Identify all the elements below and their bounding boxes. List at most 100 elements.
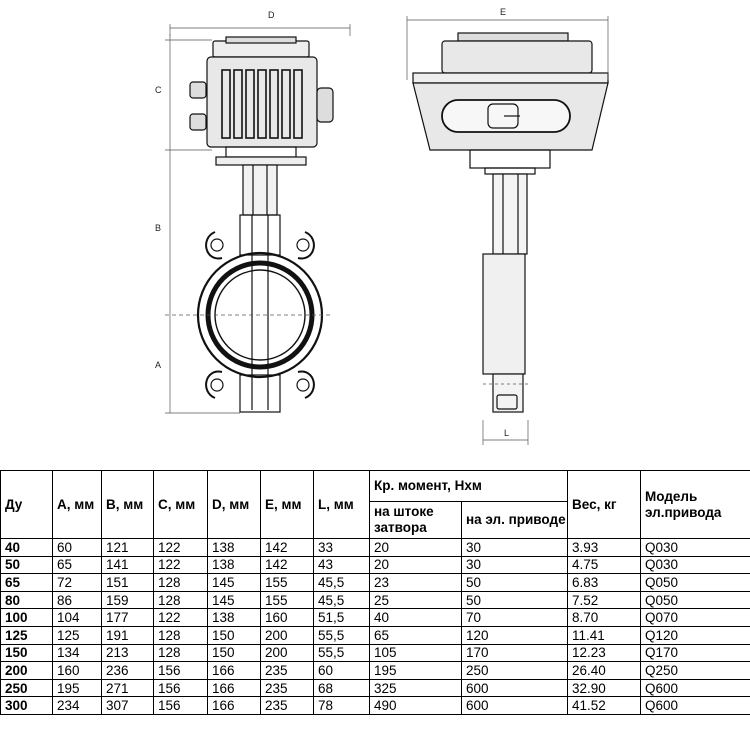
- cell-torque-shaft: 490: [369, 696, 462, 715]
- header-e: E, мм: [260, 470, 314, 539]
- cell-c: 122: [153, 555, 208, 575]
- cell-d: 166: [207, 696, 261, 715]
- cell-a: 134: [52, 643, 102, 663]
- cell-e: 235: [260, 678, 314, 698]
- cell-l: 68: [313, 678, 370, 698]
- cell-c: 128: [153, 590, 208, 610]
- cell-c: 122: [153, 538, 208, 557]
- cell-c: 156: [153, 696, 208, 715]
- dim-label-b: B: [155, 223, 161, 233]
- cell-torque-shaft: 20: [369, 555, 462, 575]
- cell-a: 195: [52, 678, 102, 698]
- cell-du: 125: [0, 625, 53, 645]
- cell-a: 160: [52, 661, 102, 680]
- cell-b: 141: [101, 555, 154, 575]
- cell-l: 60: [313, 661, 370, 680]
- cell-d: 166: [207, 661, 261, 680]
- cell-d: 145: [207, 573, 261, 592]
- cell-a: 104: [52, 608, 102, 627]
- cell-du: 300: [0, 696, 53, 715]
- side-view: [412, 32, 609, 413]
- cell-c: 128: [153, 643, 208, 663]
- cell-a: 72: [52, 573, 102, 592]
- cell-e: 235: [260, 661, 314, 680]
- cell-e: 155: [260, 590, 314, 610]
- header-weight: Вес, кг: [567, 470, 642, 539]
- cell-model: Q050: [640, 590, 750, 610]
- cell-weight: 3.93: [567, 538, 642, 557]
- cell-b: 271: [101, 678, 154, 698]
- cell-c: 156: [153, 661, 208, 680]
- cell-c: 128: [153, 573, 208, 592]
- cell-model: Q070: [640, 608, 750, 627]
- header-l: L, мм: [313, 470, 370, 539]
- cell-torque-shaft: 23: [369, 573, 462, 592]
- cell-torque-drive: 70: [460, 608, 569, 627]
- cell-torque-drive: 600: [460, 696, 569, 715]
- cell-a: 60: [52, 538, 102, 557]
- cell-c: 128: [153, 625, 208, 645]
- cell-l: 43: [313, 555, 370, 575]
- cell-e: 142: [260, 538, 314, 557]
- dim-label-d: D: [268, 10, 275, 20]
- cell-e: 200: [260, 643, 314, 663]
- cell-l: 45,5: [313, 590, 370, 610]
- header-model: Модель эл.привода: [640, 470, 750, 539]
- cell-torque-shaft: 195: [369, 661, 462, 680]
- cell-d: 138: [207, 608, 261, 627]
- header-du: Ду: [0, 470, 53, 539]
- cell-d: 150: [207, 643, 261, 663]
- cell-d: 138: [207, 555, 261, 575]
- dim-label-c: C: [155, 85, 162, 95]
- cell-model: Q050: [640, 573, 750, 592]
- cell-e: 155: [260, 573, 314, 592]
- cell-du: 200: [0, 661, 53, 680]
- cell-b: 213: [101, 643, 154, 663]
- cell-du: 80: [0, 590, 53, 610]
- valve-technical-drawing: D E C B A L: [155, 7, 609, 445]
- cell-d: 166: [207, 678, 261, 698]
- cell-l: 55,5: [313, 643, 370, 663]
- header-a: A, мм: [52, 470, 102, 539]
- cell-l: 45,5: [313, 573, 370, 592]
- cell-e: 160: [260, 608, 314, 627]
- cell-torque-shaft: 105: [369, 643, 462, 663]
- cell-torque-drive: 50: [460, 573, 569, 592]
- cell-b: 191: [101, 625, 154, 645]
- header-b: B, мм: [101, 470, 154, 539]
- cell-l: 78: [313, 696, 370, 715]
- header-c: C, мм: [153, 470, 208, 539]
- cell-b: 177: [101, 608, 154, 627]
- cell-b: 151: [101, 573, 154, 592]
- cell-torque-drive: 50: [460, 590, 569, 610]
- cell-a: 234: [52, 696, 102, 715]
- cell-b: 159: [101, 590, 154, 610]
- cell-l: 51,5: [313, 608, 370, 627]
- cell-d: 145: [207, 590, 261, 610]
- dim-label-l: L: [504, 428, 509, 438]
- cell-a: 86: [52, 590, 102, 610]
- cell-d: 150: [207, 625, 261, 645]
- cell-torque-drive: 250: [460, 661, 569, 680]
- cell-b: 121: [101, 538, 154, 557]
- cell-model: Q600: [640, 678, 750, 698]
- cell-torque-shaft: 40: [369, 608, 462, 627]
- cell-weight: 8.70: [567, 608, 642, 627]
- cell-l: 55,5: [313, 625, 370, 645]
- cell-torque-shaft: 25: [369, 590, 462, 610]
- cell-weight: 41.52: [567, 696, 642, 715]
- cell-weight: 11.41: [567, 625, 642, 645]
- header-torque-drive: на эл. приводе: [460, 501, 569, 539]
- cell-du: 100: [0, 608, 53, 627]
- cell-torque-drive: 30: [460, 555, 569, 575]
- cell-torque-drive: 170: [460, 643, 569, 663]
- cell-b: 307: [101, 696, 154, 715]
